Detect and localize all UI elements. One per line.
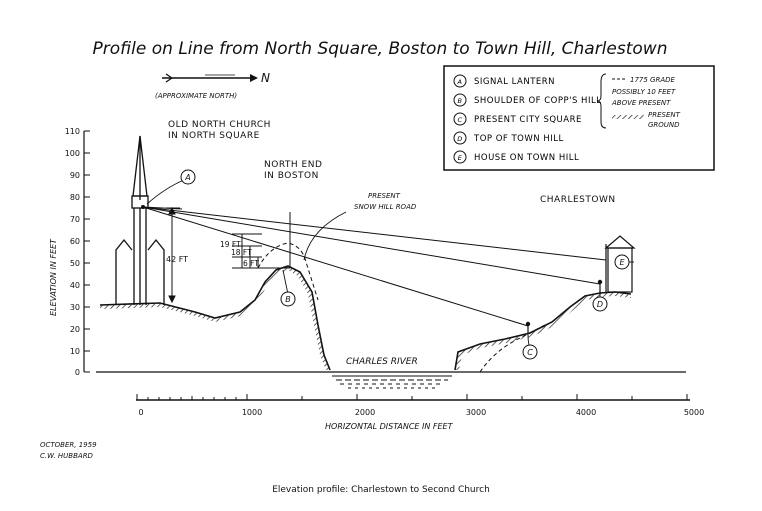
y-tick-0: 0 (75, 368, 80, 377)
y-tick-60: 60 (70, 237, 80, 246)
y-tick-80: 80 (70, 193, 80, 202)
legend-label-e: HOUSE ON TOWN HILL (474, 153, 579, 163)
legend-ground-line-2: GROUND (648, 121, 680, 129)
marker-letters: A B C D E (184, 173, 625, 357)
legend-label-c: PRESENT CITY SQUARE (474, 115, 582, 125)
marker-d: D (597, 300, 603, 309)
north-arrow (162, 73, 258, 83)
x-tick-1000: 1000 (242, 408, 262, 417)
x-tick-2000: 2000 (355, 408, 375, 417)
figure-caption: Elevation profile: Charlestown to Second… (272, 485, 490, 495)
y-tick-90: 90 (70, 171, 80, 180)
legend-brace (596, 73, 607, 129)
x-tick-3000: 3000 (466, 408, 486, 417)
credit-author: C.W. HUBBARD (40, 452, 94, 460)
copps-hill-dimensions (232, 212, 291, 269)
legend-key-d: D (457, 135, 463, 143)
x-tick-5000: 5000 (684, 408, 704, 417)
legend-key-a: A (457, 78, 463, 86)
ground-hatch-boston (100, 266, 330, 370)
x-tick-0: 0 (138, 408, 143, 417)
y-tick-20: 20 (70, 325, 80, 334)
dimension-42ft (166, 206, 180, 304)
snow-hill-label: PRESENT SNOW HILL ROAD (354, 192, 417, 211)
legend-grade-line-1: 1775 GRADE (630, 76, 676, 84)
marker-c-circle (522, 344, 538, 360)
dimension-19ft-label: 19 FT (220, 240, 241, 249)
snow-hill-label-line-2: SNOW HILL ROAD (354, 203, 417, 211)
marker-b: B (285, 295, 291, 304)
legend-grade-line-3: ABOVE PRESENT (611, 99, 671, 107)
y-tick-10: 10 (70, 347, 80, 356)
x-axis-label: HORIZONTAL DISTANCE IN FEET (325, 422, 454, 431)
snow-hill-label-line-1: PRESENT (368, 192, 401, 200)
legend-label-d: TOP OF TOWN HILL (473, 134, 564, 144)
charlestown-label: CHARLESTOWN (540, 195, 616, 205)
legend-key-e: E (458, 154, 463, 162)
y-axis-label: ELEVATION IN FEET (49, 238, 58, 316)
markers (180, 169, 630, 360)
legend-items: A SIGNAL LANTERN B SHOULDER OF COPP'S HI… (453, 74, 601, 164)
diagram-title: Profile on Line from North Square, Bosto… (93, 39, 668, 59)
old-north-church (115, 135, 165, 305)
marker-b-circle (280, 291, 296, 307)
legend-ground-line-1: PRESENT (648, 111, 681, 119)
marker-e: E (619, 258, 625, 267)
y-tick-40: 40 (70, 281, 80, 290)
dimension-42ft-label: 42 FT (166, 255, 188, 264)
legend-ground-sample (612, 115, 644, 119)
sight-lines (142, 206, 607, 327)
area-labels: OLD NORTH CHURCH IN NORTH SQUARE NORTH E… (168, 120, 616, 205)
marker-d-circle (592, 296, 608, 312)
charles-river (332, 375, 452, 389)
north-arrow-caption: (APPROXIMATE NORTH) (155, 92, 237, 100)
legend-ground-note: PRESENT GROUND (648, 111, 681, 129)
church-label-line-1: OLD NORTH CHURCH (168, 120, 271, 130)
y-tick-100: 100 (65, 149, 80, 158)
house-on-town-hill (604, 235, 636, 293)
marker-a-circle (180, 169, 196, 185)
x-axis-tick-labels: 0 1000 2000 3000 4000 5000 (138, 408, 704, 417)
y-axis-tick-labels: 110 100 90 80 70 60 50 40 30 20 10 0 (65, 127, 80, 377)
dimension-6ft-label: 6 FT (243, 259, 259, 268)
legend-label-a: SIGNAL LANTERN (474, 77, 555, 87)
y-tick-30: 30 (70, 303, 80, 312)
y-tick-50: 50 (70, 259, 80, 268)
x-tick-4000: 4000 (576, 408, 596, 417)
north-end-label-line-1: NORTH END (264, 160, 322, 170)
legend-grade-line-2: POSSIBLY 10 FEET (612, 88, 676, 96)
legend-key-b: B (458, 97, 463, 105)
marker-c: C (527, 348, 533, 357)
grade-1775-charlestown (479, 324, 546, 373)
y-tick-110: 110 (65, 127, 80, 136)
marker-a: A (184, 173, 190, 182)
dimension-18ft-label: 18 FT (231, 248, 252, 257)
legend-grade-note: 1775 GRADE POSSIBLY 10 FEET ABOVE PRESEN… (611, 76, 676, 107)
legend-key-c: C (457, 116, 462, 124)
y-axis-ticks (84, 130, 90, 373)
credit: OCTOBER, 1959 C.W. HUBBARD (40, 441, 97, 460)
marker-e-circle (614, 254, 630, 270)
ground-hatch-charlestown (455, 292, 631, 370)
legend-box (443, 65, 715, 171)
grade-1775-boston (257, 242, 319, 301)
x-axis-ticks (136, 394, 688, 400)
church-label-line-2: IN NORTH SQUARE (168, 131, 260, 141)
y-tick-70: 70 (70, 215, 80, 224)
north-end-label-line-2: IN BOSTON (264, 171, 319, 181)
credit-date: OCTOBER, 1959 (40, 441, 97, 449)
legend-label-b: SHOULDER OF COPP'S HILL (474, 96, 601, 106)
river-label: CHARLES RIVER (346, 357, 418, 367)
observer-figures (525, 279, 603, 334)
north-arrow-glyph: N (261, 71, 270, 85)
